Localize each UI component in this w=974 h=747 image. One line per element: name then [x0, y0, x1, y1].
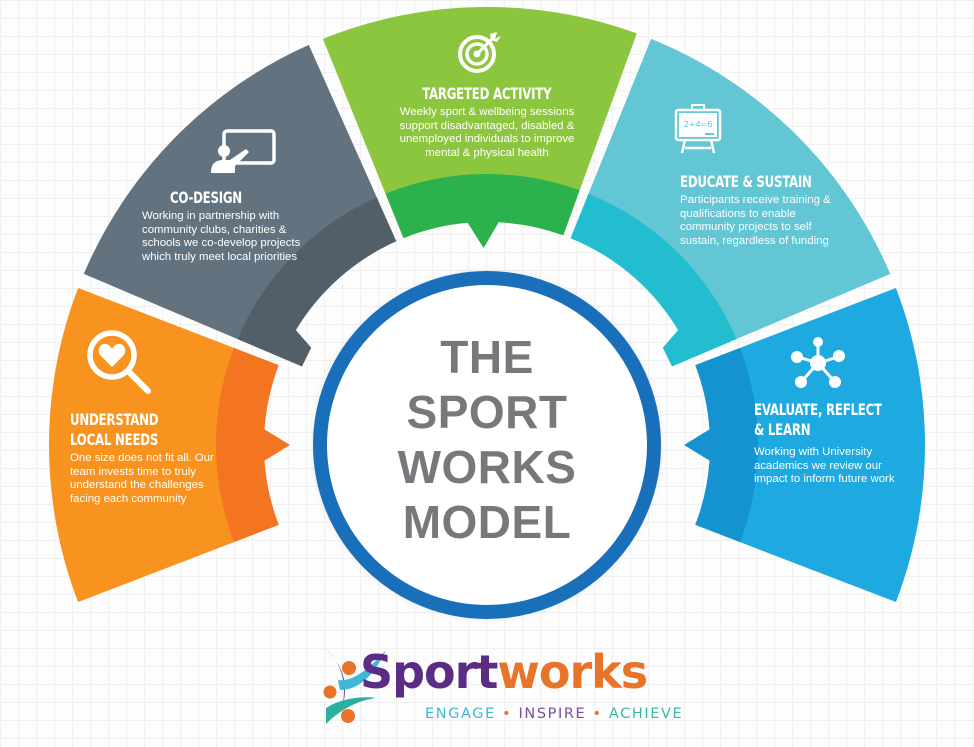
segment-shape-targeted	[322, 6, 637, 248]
segment-title: CO-DESIGN	[170, 188, 242, 207]
segment-title: TARGETED ACTIVITY	[422, 84, 552, 103]
center-title-line: THE	[440, 331, 534, 383]
logo-wordmark: Sportworks	[360, 644, 648, 700]
heart-magnifier-icon	[87, 330, 151, 394]
tagline-inspire: INSPIRE	[518, 706, 587, 722]
segment-title: EVALUATE, REFLECT& LEARN	[754, 400, 882, 439]
network-nodes-icon	[791, 337, 845, 388]
tagline-achieve: ACHIEVE	[608, 706, 684, 722]
tagline-separator: •	[502, 706, 513, 722]
segment-outer-band	[739, 288, 926, 602]
segment-shape-educate	[570, 38, 891, 367]
segment-evaluate-reflect-learn: EVALUATE, REFLECT& LEARN Working with Un…	[754, 400, 914, 487]
center-title-line: SPORT	[406, 386, 568, 438]
segment-body: Participants receive training & qualific…	[680, 194, 831, 247]
segment-co-design: CO-DESIGN Working in partnership with co…	[142, 188, 312, 264]
segment-body: Working with University academics we rev…	[754, 446, 895, 486]
segment-shape-evaluate	[684, 288, 926, 602]
center-title-line: WORKS	[397, 441, 577, 493]
center-ring	[313, 271, 661, 619]
segment-targeted-activity: TARGETED ACTIVITY Weekly sport & wellbei…	[372, 84, 602, 160]
segments-group	[48, 6, 926, 602]
segment-outer-band	[322, 6, 637, 195]
segment-title: EDUCATE & SUSTAIN	[680, 172, 812, 191]
ring-shadow	[320, 278, 654, 612]
segment-inner-band	[385, 173, 580, 248]
target-arrow-icon	[458, 32, 501, 73]
segment-shape-co-design	[83, 44, 397, 367]
tagline-engage: ENGAGE	[425, 706, 496, 722]
sportworks-logo: Sportworks ENGAGE • INSPIRE • ACHIEVE	[318, 640, 682, 740]
logo-figures-icon	[323, 648, 386, 724]
segment-outer-band	[588, 38, 891, 340]
segment-inner-band	[216, 347, 290, 543]
segment-outer-band	[83, 44, 378, 340]
segment-body: Weekly sport & wellbeing sessions suppor…	[399, 106, 575, 159]
segment-inner-band	[237, 197, 397, 367]
easel-equation: 2+4=6	[684, 120, 713, 129]
segment-body: Working in partnership with community cl…	[142, 210, 301, 263]
tagline-separator: •	[592, 706, 603, 722]
easel-board-icon: 2+4=6	[674, 104, 722, 154]
logo-word-works: works	[497, 645, 648, 699]
logo-word-sport: Sport	[360, 645, 498, 699]
center-ring-circle	[313, 271, 661, 619]
center-title-line: MODEL	[402, 496, 572, 548]
center-title: THE SPORT WORKS MODEL	[330, 330, 644, 550]
segment-educate-sustain: EDUCATE & SUSTAIN Participants receive t…	[680, 172, 840, 248]
segment-body: One size does not fit all. Our team inve…	[70, 452, 214, 505]
logo-tagline: ENGAGE • INSPIRE • ACHIEVE	[425, 706, 683, 722]
presenter-board-icon	[211, 129, 276, 173]
segment-inner-band	[684, 347, 758, 543]
segment-inner-band	[570, 193, 737, 367]
